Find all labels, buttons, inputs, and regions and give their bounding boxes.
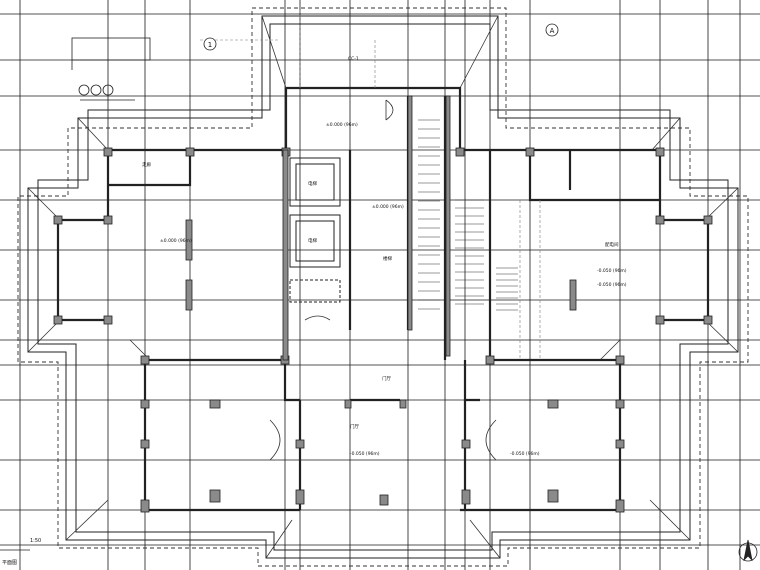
- wall-block: [103, 147, 113, 157]
- wall-block: [703, 215, 713, 225]
- roof-hip-lines: [27, 15, 739, 559]
- wall-block: [140, 499, 150, 513]
- axis-markers: [203, 23, 559, 51]
- hall-name: 门厅: [350, 423, 359, 430]
- elevator-shafts: [289, 157, 341, 303]
- wall-block: [209, 489, 221, 503]
- wall-block: [407, 95, 413, 331]
- wall-block: [615, 499, 625, 513]
- grid-marker-b: [545, 23, 559, 37]
- door-swings: [269, 99, 497, 461]
- scale-note: 1:50: [30, 538, 41, 544]
- north-arrow-icon: [738, 539, 758, 562]
- stair-treads: [418, 119, 518, 311]
- dimension-lines: [200, 10, 541, 360]
- wall-block: [140, 439, 150, 449]
- wall-block: [655, 215, 665, 225]
- wall-block: [399, 399, 407, 409]
- wall-block: [140, 355, 150, 365]
- right-room-level-2: -0.050 (96m): [597, 282, 627, 288]
- wall-block: [525, 147, 535, 157]
- top-level: ±0.000 (96m): [326, 122, 358, 128]
- wall-block: [445, 95, 451, 357]
- stair-label: 楼梯: [383, 255, 392, 262]
- grid-marker-a-text: 1: [208, 41, 212, 49]
- left-room-level: ±0.000 (96m): [160, 238, 192, 244]
- elevator-2-label: 电梯: [308, 237, 317, 244]
- right-room-name: 配电间: [605, 241, 619, 248]
- grid-marker-a: [203, 37, 217, 51]
- title-block: [71, 37, 151, 101]
- elevator-1-label: 电梯: [308, 180, 317, 187]
- wall-block: [703, 315, 713, 325]
- wall-block: [185, 147, 195, 157]
- wall-block: [455, 147, 465, 157]
- wall-block: [103, 315, 113, 325]
- wall-block: [185, 219, 193, 261]
- hall-level: -0.050 (96m): [350, 451, 380, 457]
- wall-block: [282, 149, 289, 361]
- wall-block: [461, 489, 471, 505]
- corridor-label: 走廊: [142, 161, 151, 168]
- wall-block: [379, 494, 389, 506]
- wall-block: [295, 489, 305, 505]
- wall-block: [615, 439, 625, 449]
- grid-marker-b-text: A: [550, 27, 555, 35]
- center-shaft-level: ±0.000 (96m): [372, 204, 404, 210]
- wall-block: [485, 355, 495, 365]
- section-mark: CC-1: [348, 56, 359, 62]
- walls: [56, 86, 710, 512]
- wall-block: [103, 215, 113, 225]
- wall-block: [615, 399, 625, 409]
- wall-block: [295, 439, 305, 449]
- lobby-name: 门厅: [382, 375, 391, 382]
- hatched-columns: [53, 95, 713, 513]
- right-room-level: -0.050 (96m): [597, 268, 627, 274]
- wall-block: [615, 355, 625, 365]
- roof-outline-solid: [27, 15, 739, 559]
- roof-eave-outline: [17, 7, 749, 567]
- wall-block: [569, 279, 577, 311]
- wall-block: [344, 399, 352, 409]
- wall-block: [140, 399, 150, 409]
- wall-block: [53, 315, 63, 325]
- wall-block: [461, 439, 471, 449]
- bottom-label: 平面图: [2, 560, 17, 566]
- wall-block: [53, 215, 63, 225]
- wall-block: [655, 315, 665, 325]
- wall-block: [209, 399, 221, 409]
- wall-block: [655, 147, 665, 157]
- wall-block: [185, 279, 193, 311]
- wall-block: [547, 489, 559, 503]
- wall-block: [547, 399, 559, 409]
- right-hall-level: -0.050 (96m): [510, 451, 540, 457]
